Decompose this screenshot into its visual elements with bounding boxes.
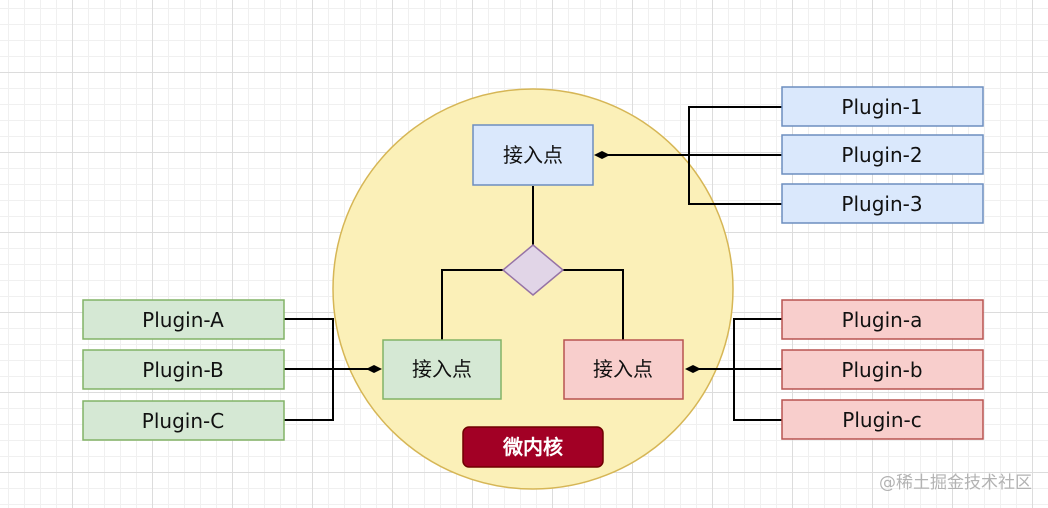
access-point-top-label: 接入点	[503, 143, 563, 167]
kernel-label: 微内核	[462, 426, 604, 468]
connectors	[284, 106, 782, 421]
access-point-left: 接入点	[382, 339, 502, 400]
plugin-3-label: Plugin-3	[841, 192, 922, 216]
plugin-1: Plugin-1	[781, 86, 984, 127]
plugin-b-label: Plugin-b	[841, 358, 922, 382]
plugin-a: Plugin-a	[781, 299, 984, 340]
arrow-diamond-left	[366, 365, 382, 373]
plugin-c: Plugin-c	[781, 399, 984, 440]
access-point-right: 接入点	[563, 339, 684, 400]
access-point-right-label: 接入点	[593, 357, 653, 381]
plugin-B-label: Plugin-B	[142, 358, 223, 382]
plugin-3: Plugin-3	[781, 183, 984, 224]
plugin-A: Plugin-A	[82, 299, 285, 340]
plugin-2-label: Plugin-2	[841, 143, 922, 167]
arrow-diamond-top	[594, 151, 610, 159]
arrow-diamond-right	[685, 365, 701, 373]
access-point-top: 接入点	[472, 124, 594, 186]
plugin-c-label: Plugin-c	[842, 408, 921, 432]
plugin-2: Plugin-2	[781, 134, 984, 175]
decision-diamond	[501, 244, 565, 296]
watermark: @稀土掘金技术社区	[879, 473, 1032, 493]
plugin-C: Plugin-C	[82, 400, 285, 441]
plugin-B: Plugin-B	[82, 349, 285, 390]
plugin-C-label: Plugin-C	[142, 409, 224, 433]
connector-diamond-right	[563, 269, 624, 340]
access-point-left-label: 接入点	[412, 357, 472, 381]
plugin-b: Plugin-b	[781, 349, 984, 390]
plugin-1-label: Plugin-1	[841, 95, 922, 119]
plugin-a-label: Plugin-a	[842, 308, 923, 332]
kernel-label-text: 微内核	[502, 435, 563, 459]
plugin-A-label: Plugin-A	[142, 308, 224, 332]
connector-diamond-left	[441, 269, 503, 340]
